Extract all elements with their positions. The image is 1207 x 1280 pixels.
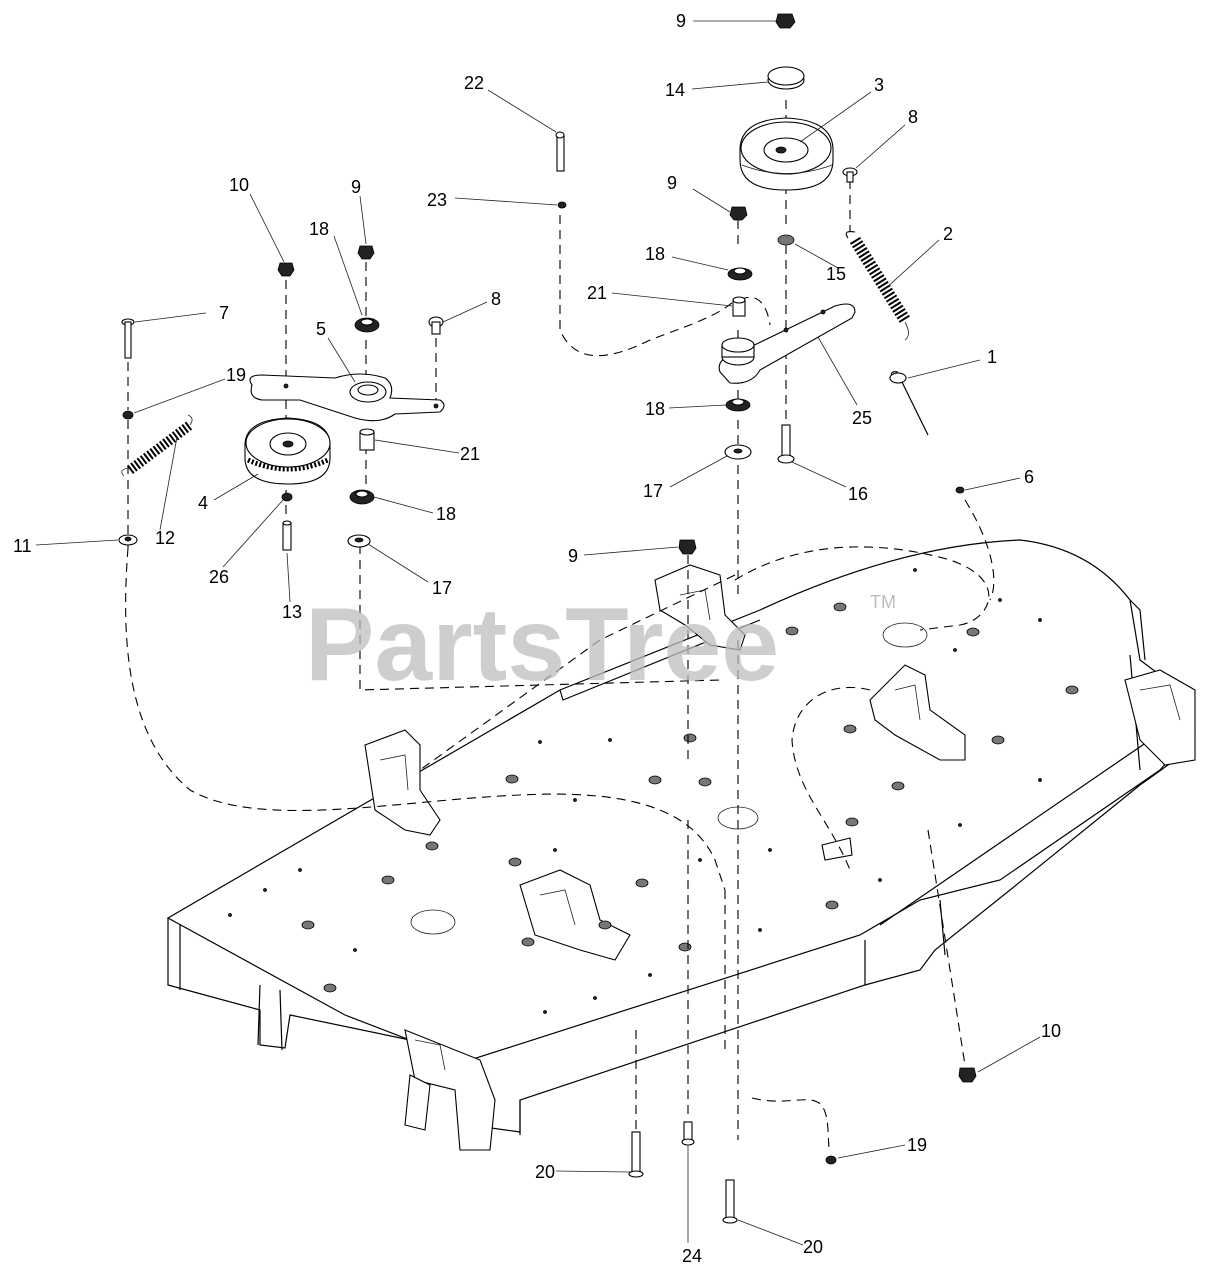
part-19-nut-left — [122, 410, 134, 420]
callout-22: 22 — [464, 73, 484, 93]
callout-13: 13 — [282, 602, 302, 622]
callout-2: 2 — [943, 224, 953, 244]
callout-16: 16 — [848, 484, 868, 504]
callout-9: 9 — [351, 177, 361, 197]
callout-21: 21 — [460, 444, 480, 464]
part-1-eyebolt — [889, 371, 929, 436]
callout-8: 8 — [908, 107, 918, 127]
part-26-nut — [281, 492, 293, 502]
callout-11: 11 — [13, 536, 32, 556]
part-3-pulley — [739, 117, 834, 191]
part-9-nut-deck — [678, 539, 697, 555]
part-18-bearing-b — [725, 398, 751, 412]
part-21-spacer-a — [732, 296, 746, 317]
part-17-washer-b — [347, 534, 371, 548]
part-9-nut-mid — [729, 206, 748, 221]
callout-18: 18 — [645, 399, 665, 419]
part-25-idler-arm — [718, 303, 856, 384]
part-5-idler-bracket — [249, 373, 445, 422]
callout-9: 9 — [676, 11, 686, 31]
callout-25: 25 — [852, 408, 872, 428]
mower-deck — [166, 539, 1196, 1151]
watermark-trademark: TM — [870, 592, 896, 612]
callout-3: 3 — [874, 75, 884, 95]
part-13-pin — [282, 520, 292, 551]
callout-18: 18 — [436, 504, 456, 524]
part-9-top-nut — [775, 13, 796, 29]
part-2-spring-right — [845, 231, 911, 341]
part-18-bearing-d — [349, 489, 375, 505]
part-23-clip — [557, 201, 567, 209]
callout-12: 12 — [155, 528, 175, 548]
callout-4: 4 — [198, 493, 208, 513]
callout-5: 5 — [316, 319, 326, 339]
leader-lines — [35, 20, 1041, 1246]
part-6-nut — [955, 486, 965, 494]
callout-23: 23 — [427, 190, 447, 210]
part-20-bolt-a — [628, 1131, 644, 1178]
part-24-bolt — [681, 1121, 695, 1146]
part-7-bolt — [121, 318, 135, 359]
part-4-pulley — [244, 417, 331, 485]
callout-8: 8 — [491, 289, 501, 309]
callout-15: 15 — [826, 264, 846, 284]
part-9-nut-left — [357, 245, 375, 260]
callout-6: 6 — [1024, 467, 1034, 487]
callout-19: 19 — [907, 1135, 927, 1155]
part-17-washer-a — [724, 444, 752, 460]
callout-20: 20 — [803, 1237, 823, 1257]
part-12-spring-left — [121, 414, 193, 477]
callout-26: 26 — [209, 567, 229, 587]
callout-14: 14 — [665, 80, 685, 100]
part-18-bearing-a — [727, 267, 753, 281]
part-11-washer — [118, 534, 138, 546]
callout-19: 19 — [226, 365, 246, 385]
part-15-nut — [777, 234, 795, 246]
part-21-spacer-b — [359, 428, 375, 451]
part-16-bolt — [777, 424, 795, 464]
callout-9: 9 — [568, 546, 578, 566]
part-10-nut-left — [277, 262, 295, 277]
part-20-bolt-b — [722, 1179, 738, 1224]
callout-10: 10 — [1041, 1021, 1061, 1041]
part-8-bolt-right — [842, 167, 858, 183]
part-14-washer — [767, 66, 805, 90]
part-18-bearing-c — [354, 317, 380, 333]
watermark-text: PartsTree — [305, 587, 779, 703]
callout-18: 18 — [309, 219, 329, 239]
callout-1: 1 — [987, 347, 997, 367]
belt-routing-lines — [125, 100, 995, 1151]
deck-mounting-holes — [228, 568, 1079, 1014]
callout-labels: 9 14 3 8 22 23 9 2 18 15 21 10 9 18 8 7 … — [13, 11, 1061, 1266]
callout-17: 17 — [432, 578, 452, 598]
part-8-bolt-left — [428, 316, 444, 335]
callout-9: 9 — [667, 173, 677, 193]
part-22-pin — [555, 131, 565, 172]
callout-21: 21 — [587, 283, 607, 303]
part-19-nut-bottom — [825, 1155, 837, 1165]
callout-20: 20 — [535, 1162, 555, 1182]
callout-18: 18 — [645, 244, 665, 264]
part-10-nut-bottom — [958, 1067, 977, 1083]
callout-10: 10 — [229, 175, 249, 195]
partstree-watermark: PartsTree TM — [305, 587, 896, 703]
callout-7: 7 — [219, 303, 229, 323]
callout-17: 17 — [643, 481, 663, 501]
callout-24: 24 — [682, 1246, 702, 1266]
